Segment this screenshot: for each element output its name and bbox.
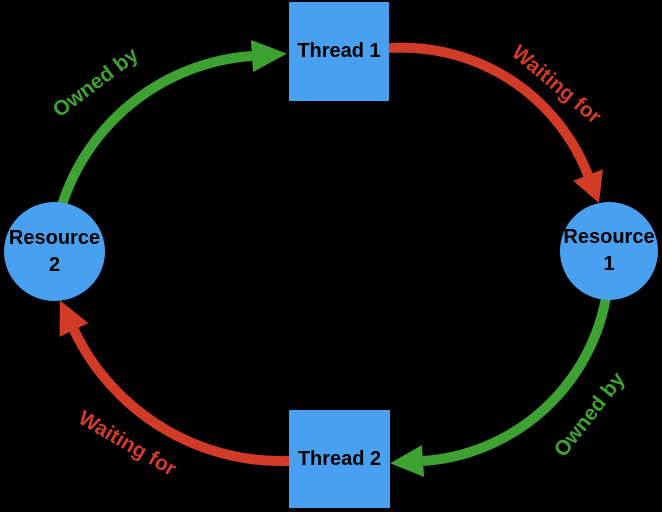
arrowhead-owned-by-r2-to-t1 — [250, 40, 287, 72]
node-resource-1-label-line1: Resource — [563, 226, 655, 248]
edge-arc-waiting-for-t1-to-r1 — [379, 42, 593, 177]
node-thread-2-label: Thread 2 — [297, 447, 382, 470]
node-thread-1: Thread 1 — [289, 2, 389, 101]
node-thread-1-label: Thread 1 — [297, 40, 381, 62]
node-resource-1-label-line2: 1 — [603, 253, 615, 275]
arrowhead-waiting-for-t1-to-r1 — [573, 169, 603, 203]
node-resource-2-label-line1: Resource — [8, 226, 101, 249]
edge-arc-owned-by-r1-to-t2 — [422, 290, 612, 466]
node-resource-1: Resource 1 — [560, 202, 658, 300]
arrowhead-waiting-for-t2-to-r2 — [59, 300, 89, 337]
node-resource-2: Resource 2 — [4, 202, 105, 301]
edge-arc-owned-by-r2-to-t1 — [57, 51, 253, 207]
edge-arc-waiting-for-t2-to-r2 — [69, 327, 301, 467]
arrowhead-owned-by-r1-to-t2 — [390, 445, 425, 477]
node-resource-2-label-line2: 2 — [48, 253, 61, 276]
node-thread-2: Thread 2 — [289, 410, 390, 508]
